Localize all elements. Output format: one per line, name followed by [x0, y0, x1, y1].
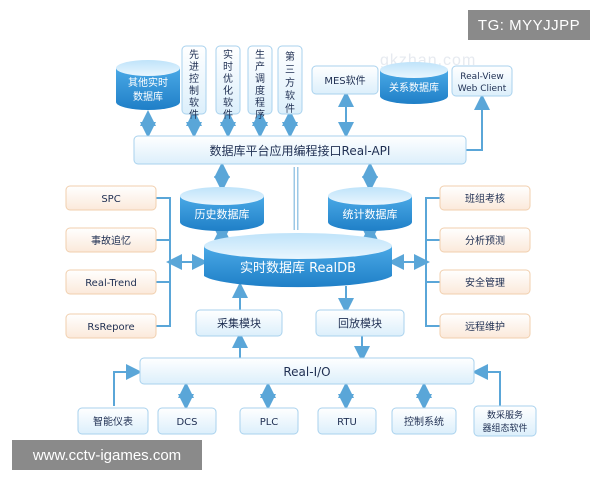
- svg-text:程: 程: [255, 97, 265, 109]
- svg-text:安全管理: 安全管理: [465, 276, 505, 289]
- db-history: 历史数据库: [180, 187, 264, 231]
- svg-text:MES软件: MES软件: [324, 74, 365, 87]
- svg-text:件: 件: [189, 109, 199, 121]
- left-item-rsrepore: RsRepore: [65, 313, 157, 339]
- tg-overlay-label: TG: MYYJJPP: [468, 10, 590, 40]
- svg-text:化: 化: [223, 84, 233, 97]
- software-column-2: 实 时 优 化 软 件: [215, 45, 241, 121]
- svg-text:软: 软: [285, 89, 295, 102]
- svg-text:软: 软: [223, 96, 233, 109]
- svg-text:序: 序: [255, 108, 265, 121]
- software-column-1: 先 进 控 制 软 件: [181, 45, 207, 121]
- bottom-item-smart-instrument: 智能仪表: [77, 407, 149, 435]
- svg-text:PLC: PLC: [260, 417, 279, 428]
- bottom-item-rtu: RTU: [317, 407, 377, 435]
- left-item-real-trend: Real-Trend: [65, 269, 157, 295]
- svg-text:控: 控: [189, 72, 199, 85]
- svg-text:生: 生: [255, 48, 265, 61]
- svg-text:三: 三: [285, 65, 295, 76]
- svg-text:统计数据库: 统计数据库: [343, 207, 398, 221]
- svg-text:方: 方: [285, 76, 295, 89]
- right-item-team-assessment: 班组考核: [439, 185, 531, 211]
- svg-text:进: 进: [189, 61, 199, 73]
- io-bar-label: Real-I/O: [283, 365, 330, 379]
- svg-text:事故追忆: 事故追忆: [91, 234, 131, 247]
- svg-text:历史数据库: 历史数据库: [195, 207, 250, 221]
- svg-text:时: 时: [223, 61, 233, 73]
- db-relational: 关系数据库: [380, 62, 448, 104]
- svg-text:Web Client: Web Client: [458, 84, 507, 94]
- svg-text:SPC: SPC: [101, 194, 120, 205]
- svg-text:RsRepore: RsRepore: [87, 322, 134, 333]
- software-column-3: 生 产 调 度 程 序: [247, 45, 273, 121]
- svg-text:软: 软: [189, 96, 199, 109]
- svg-text:度: 度: [255, 84, 265, 97]
- db-other-label-1: 其他实时: [128, 76, 168, 89]
- svg-text:先: 先: [189, 49, 199, 61]
- svg-text:制: 制: [189, 84, 199, 97]
- svg-text:控制系统: 控制系统: [404, 415, 444, 428]
- left-item-accident-recall: 事故追忆: [65, 227, 157, 253]
- bottom-item-control-system: 控制系统: [391, 407, 457, 435]
- software-column-4: 第 三 方 软 件: [277, 45, 303, 115]
- api-bar-label: 数据库平台应用编程接口Real-API: [210, 143, 391, 158]
- db-statistics: 统计数据库: [328, 187, 412, 231]
- svg-text:第: 第: [285, 50, 295, 63]
- io-bar: Real-I/O: [139, 357, 475, 385]
- svg-text:Real-Trend: Real-Trend: [85, 278, 137, 289]
- svg-text:产: 产: [255, 60, 265, 73]
- svg-text:智能仪表: 智能仪表: [93, 415, 133, 428]
- left-item-spc: SPC: [65, 185, 157, 211]
- mes-software-box: MES软件: [311, 65, 379, 95]
- svg-text:采集模块: 采集模块: [217, 316, 261, 330]
- svg-text:器组态软件: 器组态软件: [482, 422, 527, 434]
- svg-text:优: 优: [223, 72, 233, 85]
- web-client-box: Real-View Web Client: [451, 65, 513, 97]
- db-other-label-2: 数据库: [133, 90, 163, 103]
- bottom-item-data-server-config: 数采服务 器组态软件: [473, 405, 537, 437]
- playback-module-box: 回放模块: [315, 309, 405, 337]
- db-realtime-realdb: 实时数据库 RealDB: [204, 233, 392, 288]
- svg-text:分析预测: 分析预测: [465, 234, 505, 247]
- svg-text:DCS: DCS: [176, 417, 197, 428]
- svg-text:回放模块: 回放模块: [338, 316, 382, 330]
- url-overlay-label: www.cctv-igames.com: [12, 440, 202, 470]
- api-bar: 数据库平台应用编程接口Real-API: [133, 135, 467, 165]
- svg-text:数采服务: 数采服务: [487, 409, 523, 421]
- right-item-analysis-forecast: 分析预测: [439, 227, 531, 253]
- rtdb-label: 实时数据库 RealDB: [240, 260, 356, 276]
- svg-text:班组考核: 班组考核: [465, 192, 505, 205]
- svg-text:关系数据库: 关系数据库: [389, 81, 439, 94]
- svg-text:实: 实: [223, 48, 233, 61]
- bottom-item-plc: PLC: [239, 407, 299, 435]
- svg-text:Real-View: Real-View: [460, 72, 503, 82]
- svg-text:件: 件: [285, 103, 295, 115]
- right-item-safety-management: 安全管理: [439, 269, 531, 295]
- right-item-remote-maintenance: 远程维护: [439, 313, 531, 339]
- svg-text:件: 件: [223, 109, 233, 121]
- bottom-item-dcs: DCS: [157, 407, 217, 435]
- svg-text:RTU: RTU: [337, 417, 357, 428]
- db-other-realtime: 其他实时 数据库: [116, 60, 180, 110]
- collect-module-box: 采集模块: [195, 309, 283, 337]
- svg-text:远程维护: 远程维护: [465, 320, 505, 333]
- svg-text:调: 调: [255, 73, 265, 85]
